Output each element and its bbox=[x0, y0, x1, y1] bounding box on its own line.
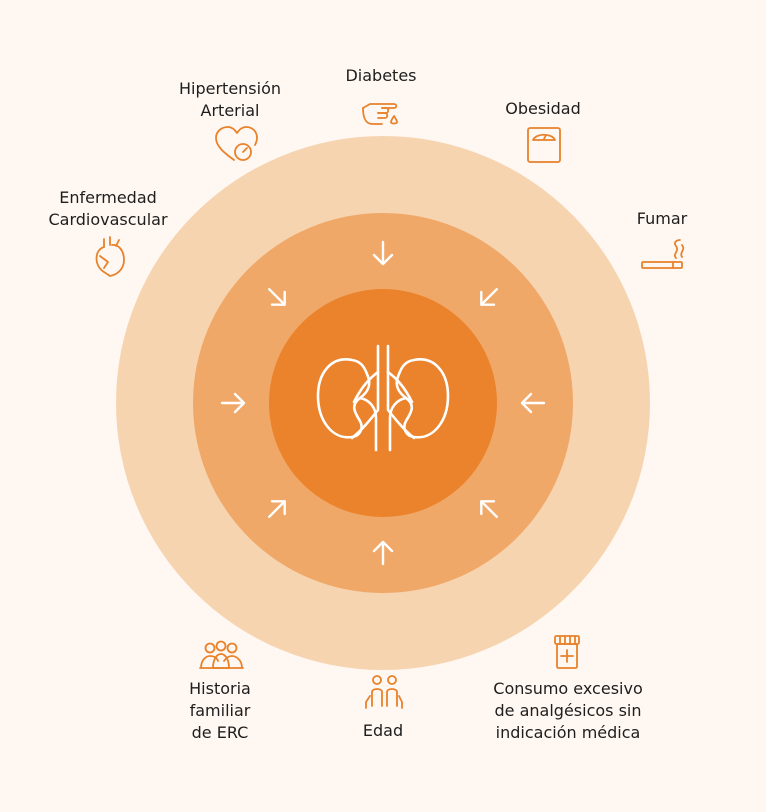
anatomical-heart-icon bbox=[95, 236, 125, 277]
label-obesidad: Obesidad bbox=[505, 98, 581, 120]
label-edad: Edad bbox=[363, 720, 403, 742]
family-icon bbox=[199, 640, 244, 669]
arrow-icon bbox=[480, 288, 498, 306]
arrow-icon bbox=[220, 392, 246, 414]
label-line: de ERC bbox=[191, 723, 249, 742]
arrow-icon bbox=[372, 540, 394, 566]
label-historia: Historia familiar de ERC bbox=[189, 678, 251, 744]
label-line: Fumar bbox=[636, 209, 688, 228]
label-line: de analgésicos sin bbox=[494, 701, 642, 720]
label-line: Diabetes bbox=[345, 66, 417, 85]
label-line: indicación médica bbox=[495, 723, 641, 742]
label-diabetes: Diabetes bbox=[345, 65, 416, 87]
pill-bottle-icon bbox=[554, 635, 580, 669]
label-line: Historia bbox=[189, 679, 251, 698]
scale-icon bbox=[527, 127, 561, 163]
label-line: Enfermedad bbox=[59, 188, 157, 207]
heart-gauge-icon bbox=[215, 126, 258, 161]
finger-prick-icon bbox=[362, 103, 398, 125]
label-line: Obesidad bbox=[505, 99, 581, 118]
inner-circle bbox=[269, 289, 497, 517]
arrow-icon bbox=[480, 500, 498, 518]
kidneys-icon bbox=[316, 344, 450, 452]
elderly-couple-icon bbox=[365, 675, 403, 709]
label-fumar: Fumar bbox=[637, 208, 687, 230]
arrow-icon bbox=[268, 288, 286, 306]
inward-arrows bbox=[220, 240, 546, 566]
cigarette-icon bbox=[641, 239, 685, 269]
label-line: familiar bbox=[189, 701, 251, 720]
arrow-icon bbox=[372, 240, 394, 266]
label-line: Cardiovascular bbox=[48, 210, 168, 229]
label-line: Arterial bbox=[200, 101, 260, 120]
label-line: Hipertensión bbox=[178, 79, 282, 98]
arrow-icon bbox=[520, 392, 546, 414]
arrow-icon bbox=[268, 500, 286, 518]
label-line: Edad bbox=[362, 721, 404, 740]
label-analgesicos: Consumo excesivo de analgésicos sin indica… bbox=[493, 678, 642, 744]
label-line: Consumo excesivo bbox=[493, 679, 643, 698]
